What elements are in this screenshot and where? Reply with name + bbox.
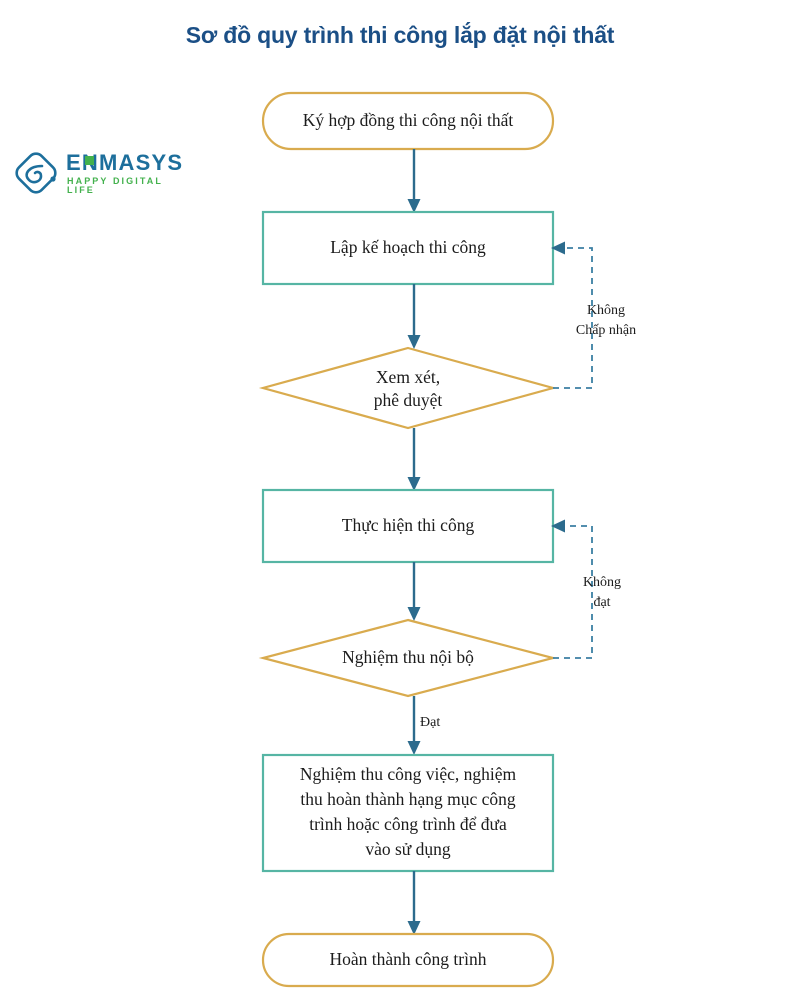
node-internal-acceptance[interactable]: Nghiệm thu nội bộ [258, 618, 558, 698]
node-final-acceptance-label-line4: vào sử dụng [365, 839, 451, 859]
edge-plan-to-review [407, 284, 421, 349]
brand-accent-square-icon [85, 156, 94, 165]
brand-logo: ENMASYS HAPPY DIGITAL LIFE [12, 146, 187, 202]
edge-label-reject-line1: Không [587, 303, 625, 318]
node-final-acceptance-shape [261, 753, 555, 873]
node-plan-shape [261, 210, 555, 286]
page-title: Sơ đồ quy trình thi công lắp đặt nội thấ… [185, 22, 615, 48]
edge-execute-to-internal-acceptance [407, 562, 421, 621]
node-review-shape [258, 346, 558, 430]
brand-tagline: HAPPY DIGITAL LIFE [67, 176, 163, 195]
node-plan-label: Lập kế hoạch thi công [330, 237, 486, 257]
edge-label-fail-line1: Không [583, 575, 621, 590]
edge-final-to-complete [407, 871, 421, 935]
node-final-acceptance-label-line2: thu hoàn thành hạng mục công [300, 789, 516, 809]
node-final-acceptance-label-line1: Nghiệm thu công việc, nghiệm [300, 764, 517, 784]
node-complete-label: Hoàn thành công trình [330, 949, 487, 969]
node-contract-label: Ký hợp đồng thi công nội thất [303, 110, 514, 130]
node-plan[interactable]: Lập kế hoạch thi công [261, 210, 555, 286]
edge-label-pass: Đạt [420, 715, 440, 730]
edge-label-fail-line2: đạt [593, 595, 610, 610]
node-review-label-line2: phê duyệt [374, 390, 443, 410]
node-final-acceptance-label-line3: trình hoặc công trình để đưa [309, 814, 507, 834]
node-execute[interactable]: Thực hiện thi công [261, 488, 555, 564]
node-contract[interactable]: Ký hợp đồng thi công nội thất [261, 91, 555, 151]
edge-acceptance-fail-to-execute: Không đạt [551, 519, 621, 659]
node-final-acceptance[interactable]: Nghiệm thu công việc, nghiệm thu hoàn th… [261, 753, 555, 873]
edge-acceptance-pass-to-final: Đạt [407, 696, 440, 755]
node-internal-acceptance-shape [258, 618, 558, 698]
node-contract-shape [261, 91, 555, 151]
node-review-label-line1: Xem xét, [376, 367, 440, 387]
edge-label-reject-line2: Chấp nhận [576, 323, 636, 338]
node-complete-shape [261, 932, 555, 988]
node-internal-acceptance-label: Nghiệm thu nội bộ [342, 647, 474, 667]
node-execute-label: Thực hiện thi công [342, 515, 475, 535]
edge-contract-to-plan [407, 149, 421, 213]
edge-review-reject-to-plan: Không Chấp nhận [551, 241, 636, 389]
brand-name: ENMASYS [66, 150, 184, 175]
edge-review-to-execute [407, 428, 421, 491]
node-complete[interactable]: Hoàn thành công trình [261, 932, 555, 988]
enmasys-diamond-swirl-icon [15, 152, 57, 194]
node-review[interactable]: Xem xét, phê duyệt [258, 346, 558, 430]
